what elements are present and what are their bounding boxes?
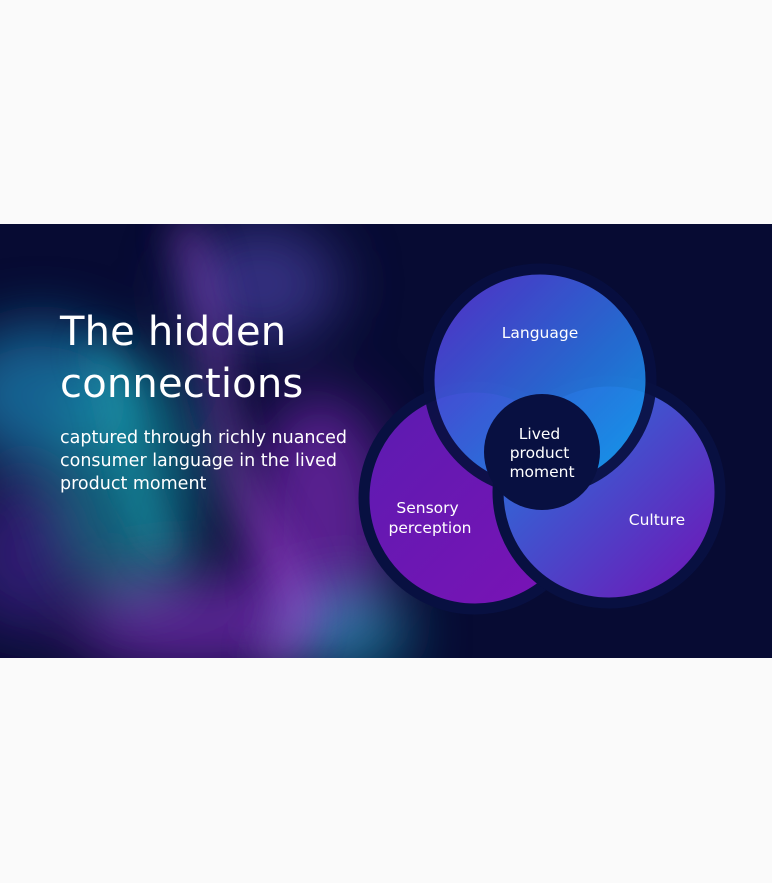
venn-label-line: Culture [629, 511, 685, 529]
venn-diagram: Language Sensory perception Culture Live… [358, 263, 726, 615]
venn-center-region [484, 394, 600, 510]
slide-subtitle: captured through richly nuanced consumer… [60, 427, 360, 496]
slide-subtitle-line: product moment [60, 474, 207, 494]
slide-title-line: The hidden [60, 309, 287, 355]
venn-label-line: perception [389, 519, 472, 537]
venn-label-center: Lived product moment [509, 425, 574, 481]
slide-title: The hidden connections [60, 306, 303, 410]
slide-subtitle-line: captured through richly nuanced [60, 428, 348, 448]
venn-label-left: Sensory perception [389, 499, 472, 537]
venn-label-line: Language [502, 324, 579, 342]
venn-label-line: moment [509, 463, 574, 481]
venn-label-top: Language [502, 324, 579, 342]
venn-label-line: product [510, 444, 570, 462]
venn-label-right: Culture [629, 511, 685, 529]
slide-title-line: connections [60, 361, 304, 407]
slide: The hidden connections captured through … [0, 224, 772, 658]
venn-label-line: Lived [519, 425, 561, 443]
venn-label-line: Sensory [396, 499, 458, 517]
slide-subtitle-line: consumer language in the lived [60, 451, 337, 471]
